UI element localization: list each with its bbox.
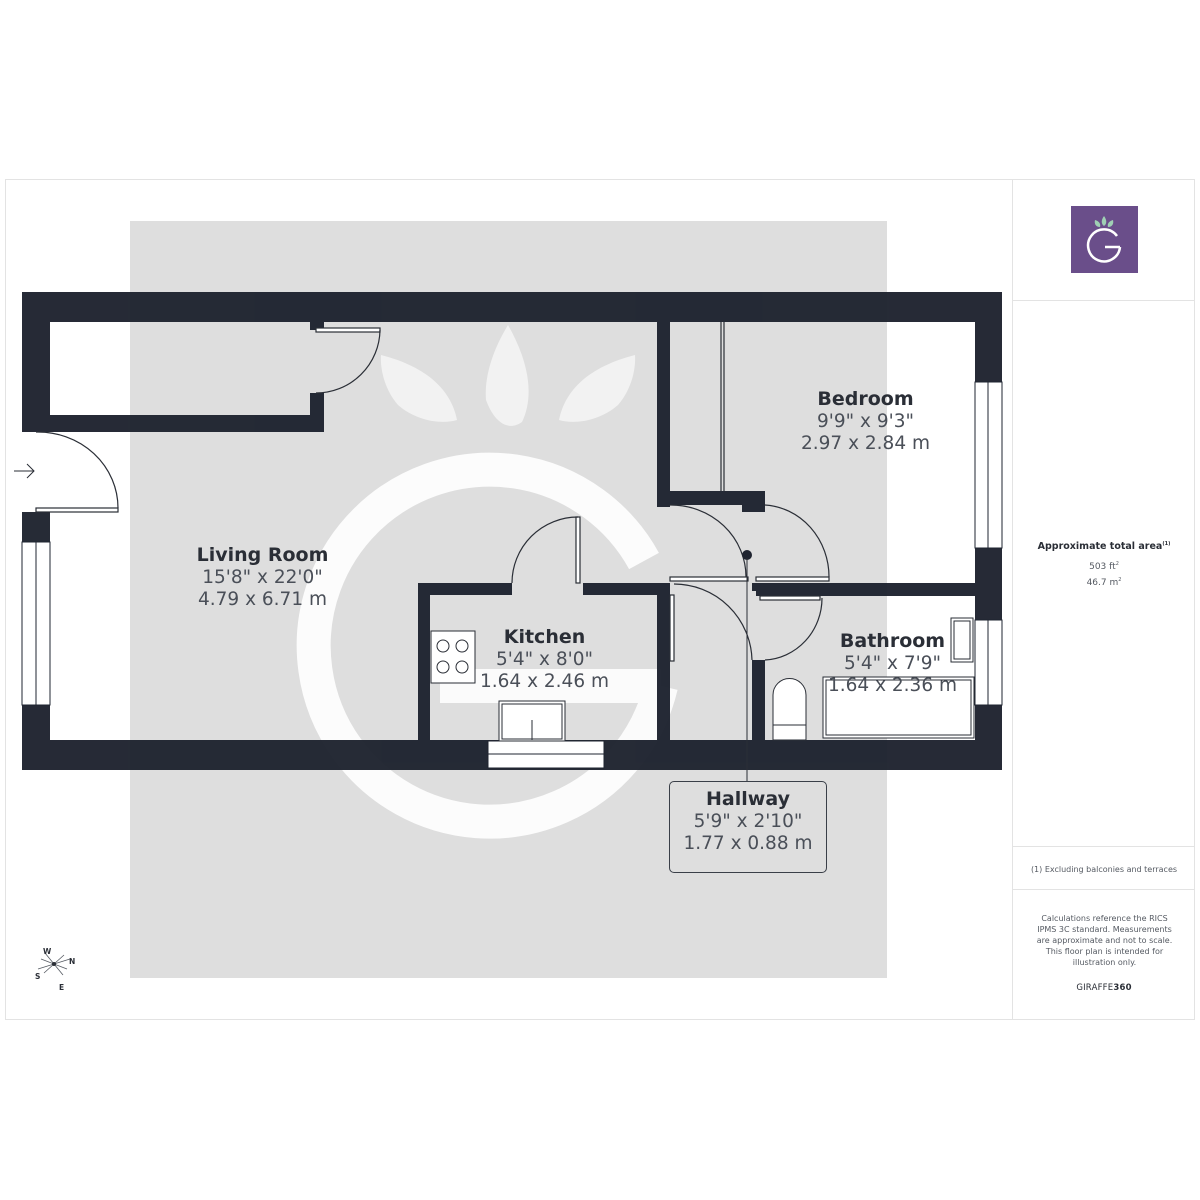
hallway-label-box xyxy=(669,781,827,873)
room-label-kitchen: Kitchen 5'4" x 8'0" 1.64 x 2.46 m xyxy=(462,625,627,693)
area-section-divider xyxy=(1013,301,1195,847)
windows xyxy=(21,381,1003,769)
room-dimensions-metric: 2.97 x 2.84 m xyxy=(801,433,930,454)
room-name: Living Room xyxy=(196,544,329,566)
disclaimer-text: Calculations reference the RICS IPMS 3C … xyxy=(1036,914,1173,967)
room-name: Kitchen xyxy=(503,626,586,648)
compass-north: N xyxy=(69,957,76,966)
room-dimensions-metric: 4.79 x 6.71 m xyxy=(198,589,327,610)
compass-rose-icon: W N S E xyxy=(30,945,80,995)
area-imperial: 503 ft2 xyxy=(1089,561,1119,572)
room-label-living-room: Living Room 15'8" x 22'0" 4.79 x 6.71 m xyxy=(180,543,345,611)
room-name: Bathroom xyxy=(839,630,946,652)
compass-east: E xyxy=(59,983,65,992)
area-title: Approximate total area(1) xyxy=(1037,541,1171,553)
doors xyxy=(35,322,830,662)
footnote-text: (1) Excluding balconies and terraces xyxy=(1030,865,1178,874)
footnote-section: (1) Excluding balconies and terraces xyxy=(1013,847,1195,890)
room-label-bedroom: Bedroom 9'9" x 9'3" 2.97 x 2.84 m xyxy=(783,387,948,455)
room-dimensions-imperial: 5'9" x 2'10" xyxy=(693,811,803,832)
room-dimensions-imperial: 9'9" x 9'3" xyxy=(817,411,914,432)
room-dimensions-metric: 1.64 x 2.36 m xyxy=(828,675,957,696)
room-label-bathroom: Bathroom 5'4" x 7'9" 1.64 x 2.36 m xyxy=(810,629,975,697)
room-name: Bedroom xyxy=(817,388,914,410)
room-dimensions-imperial: 5'4" x 7'9" xyxy=(844,653,941,674)
info-sidebar: Approximate total area(1) 503 ft2 46.7 m… xyxy=(1012,179,1195,1020)
watermark-g-icon xyxy=(296,452,678,839)
room-name: Hallway xyxy=(706,788,790,810)
logo-section xyxy=(1013,179,1195,301)
room-dimensions-imperial: 15'8" x 22'0" xyxy=(202,567,323,588)
giraffe360-g-logo-icon xyxy=(1071,206,1138,273)
compass-west: W xyxy=(43,947,52,956)
brand-wordmark: GIRAFFE360 xyxy=(1076,983,1132,993)
room-dimensions-imperial: 5'4" x 8'0" xyxy=(496,649,593,670)
area-metric: 46.7 m2 xyxy=(1086,577,1122,588)
room-label-hallway: Hallway 5'9" x 2'10" 1.77 x 0.88 m xyxy=(669,787,827,855)
hob-icon xyxy=(430,630,476,684)
fixtures xyxy=(14,463,975,781)
watermark-leaves-icon xyxy=(380,325,636,426)
room-dimensions-metric: 1.77 x 0.88 m xyxy=(683,833,813,854)
room-dimensions-metric: 1.64 x 2.46 m xyxy=(480,671,609,692)
compass-south: S xyxy=(35,972,41,981)
